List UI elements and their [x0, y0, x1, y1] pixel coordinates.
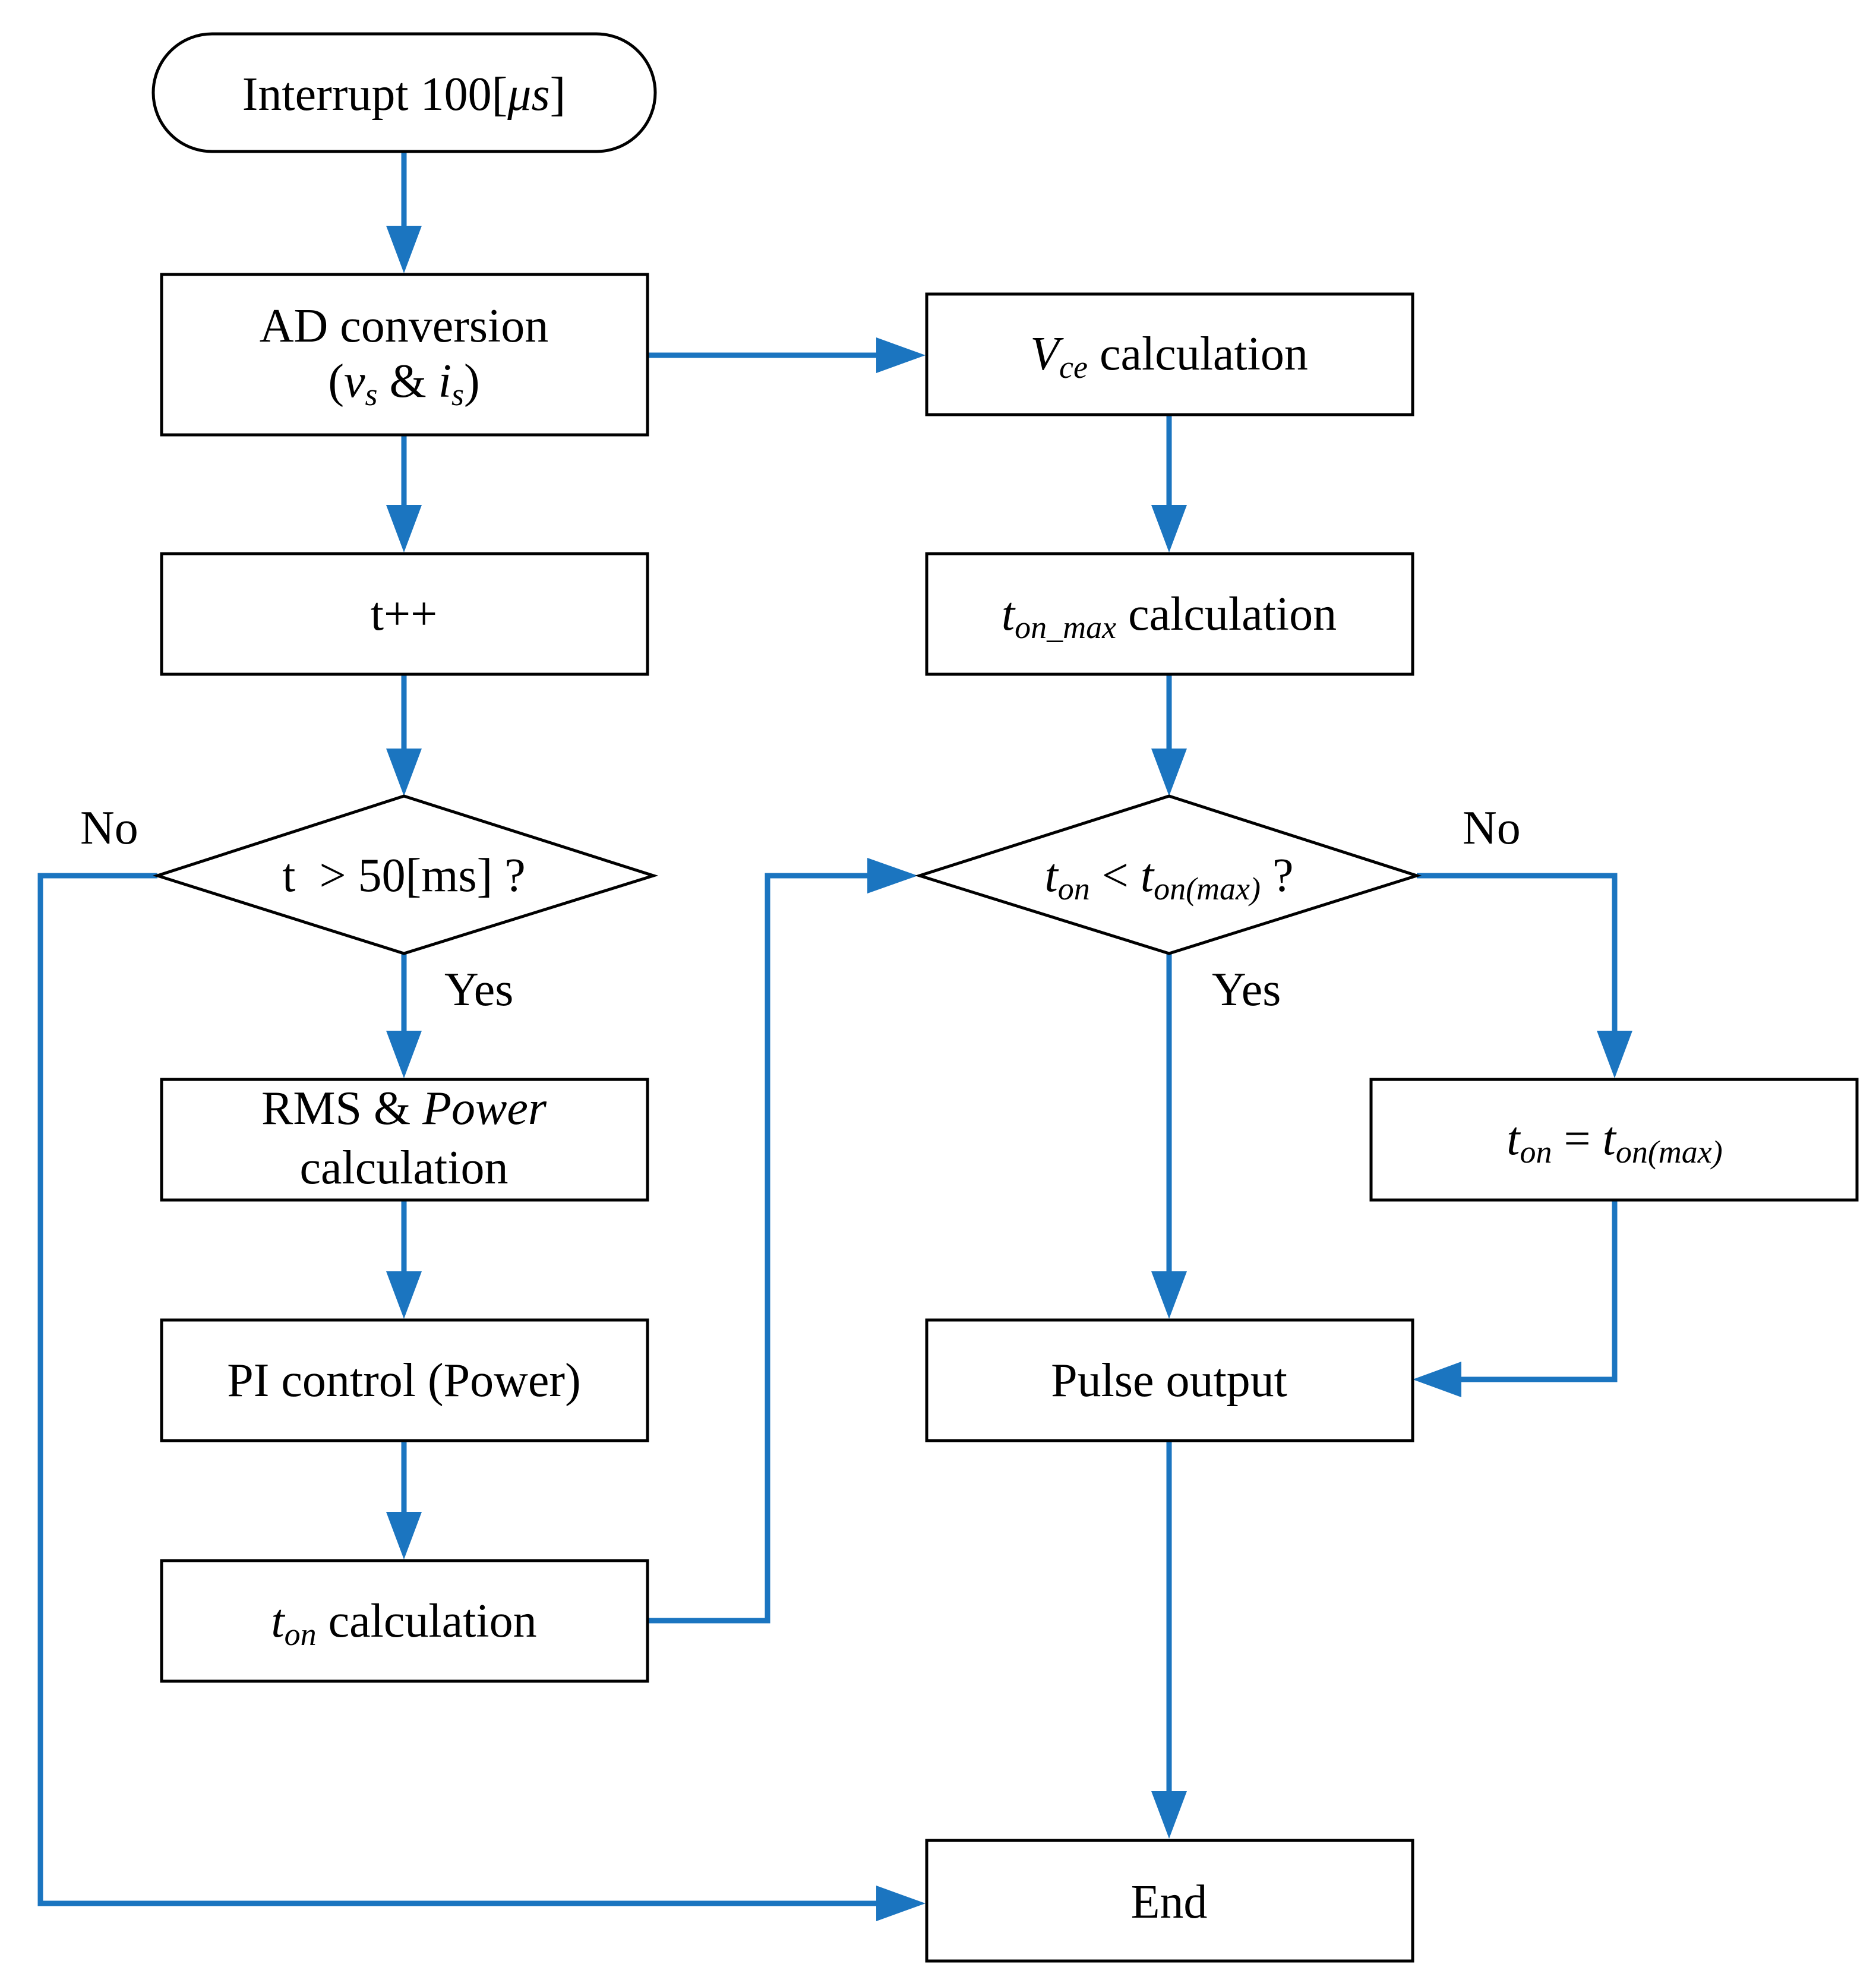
ad-label-line1: AD conversion	[260, 300, 549, 352]
start-unit: μs	[507, 68, 549, 121]
ton-sub: on	[285, 1616, 317, 1652]
cond1-no-label: No	[80, 802, 138, 854]
node-start: Interrupt 100[μs]	[151, 32, 657, 153]
pi-control-label: PI control (Power)	[227, 1354, 580, 1407]
connectors	[37, 151, 1632, 1921]
node-end: End	[925, 1839, 1414, 1963]
arrowhead	[1151, 749, 1187, 796]
rms-label-italic: Power	[422, 1082, 547, 1135]
cond1-yes-label: Yes	[444, 964, 513, 1016]
edge-assign-to-pulse	[1444, 1200, 1618, 1382]
pulse-output-label: Pulse output	[1051, 1354, 1287, 1407]
ad-open: (	[328, 355, 344, 408]
decision2-b-sub: on(max)	[1154, 871, 1261, 907]
arrowhead	[386, 226, 422, 273]
arrowhead	[386, 1512, 422, 1559]
arrowhead	[1151, 505, 1187, 552]
node-rms-power: RMS & Power calculation	[160, 1078, 649, 1202]
decision2-a: t	[1044, 850, 1059, 902]
rms-label-plain: RMS &	[261, 1082, 422, 1135]
node-ton-assign: ton = ton(max)	[1369, 1078, 1859, 1202]
arrowhead	[1151, 1271, 1187, 1319]
ad-close: )	[464, 355, 480, 408]
svg-text:RMS & Power: RMS & Power	[261, 1082, 547, 1135]
node-t-increment: t++	[160, 552, 649, 676]
arrowhead	[1151, 1791, 1187, 1839]
arrowhead	[386, 749, 422, 796]
ad-v: v	[344, 355, 365, 408]
assign-b-sub: on(max)	[1616, 1134, 1723, 1170]
decision2-a-sub: on	[1058, 871, 1090, 907]
ad-i: i	[438, 355, 451, 408]
node-pulse-output: Pulse output	[925, 1318, 1414, 1442]
decision-t-over-50ms: t > 50[ms] ?	[152, 794, 659, 955]
arrowhead	[386, 505, 422, 552]
edge-cond1-no-to-end	[37, 873, 891, 1906]
tonmax-sub: on_max	[1015, 610, 1116, 645]
vce-sub: ce	[1059, 349, 1088, 385]
tonmax-rest: calculation	[1116, 588, 1337, 640]
decision2-b: t	[1141, 850, 1155, 902]
ton-var: t	[271, 1595, 285, 1647]
arrowhead	[386, 1031, 422, 1078]
arrowhead	[876, 337, 926, 373]
assign-op: =	[1552, 1113, 1602, 1165]
assign-b: t	[1603, 1113, 1617, 1165]
ad-v-sub: s	[365, 377, 378, 412]
t-increment-label: t++	[371, 588, 437, 640]
node-ad-conversion: AD conversion (vs & is)	[160, 273, 649, 437]
ton-rest: calculation	[317, 1595, 537, 1647]
end-label: End	[1131, 1876, 1208, 1928]
cond2-no-label: No	[1463, 802, 1521, 854]
rms-label-line2: calculation	[300, 1142, 509, 1194]
arrowhead	[867, 858, 918, 893]
svg-text:Vce calculation: Vce calculation	[1030, 328, 1308, 385]
arrowhead	[876, 1886, 926, 1921]
svg-text:(vs & is): (vs & is)	[328, 355, 479, 412]
node-ton-calculation: ton calculation	[160, 1559, 649, 1683]
ad-i-sub: s	[451, 377, 464, 412]
decision-ton-less-than-max: ton < ton(max) ?	[914, 794, 1422, 955]
cond2-yes-label: Yes	[1212, 964, 1281, 1016]
arrowhead	[386, 1271, 422, 1319]
edge-cond2-no-to-assign	[1417, 873, 1618, 1049]
arrowhead	[1597, 1031, 1632, 1078]
node-vce-calculation: Vce calculation	[925, 292, 1414, 416]
svg-text:ton_max calculation: ton_max calculation	[1002, 588, 1337, 645]
vce-var: V	[1030, 328, 1064, 380]
decision2-op: <	[1090, 850, 1141, 902]
assign-a: t	[1507, 1113, 1521, 1165]
svg-text:ton calculation: ton calculation	[271, 1595, 536, 1652]
assign-a-sub: on	[1520, 1134, 1552, 1170]
node-pi-control: PI control (Power)	[160, 1318, 649, 1442]
start-close: ]	[550, 68, 566, 121]
ad-amp: &	[378, 355, 438, 408]
svg-text:ton < ton(max) ?: ton < ton(max) ?	[1044, 850, 1293, 907]
svg-text:ton = ton(max): ton = ton(max)	[1507, 1113, 1723, 1170]
node-tonmax-calculation: ton_max calculation	[925, 552, 1414, 676]
tonmax-var: t	[1002, 588, 1016, 640]
vce-rest: calculation	[1088, 328, 1308, 380]
decision1-label: t > 50[ms] ?	[282, 850, 526, 902]
decision2-q: ?	[1261, 850, 1294, 902]
start-label: Interrupt 100[	[242, 68, 508, 121]
edge-ton-to-cond2	[648, 873, 885, 1624]
arrowhead	[1413, 1362, 1461, 1397]
svg-text:Interrupt 100[μs]: Interrupt 100[μs]	[242, 68, 566, 121]
